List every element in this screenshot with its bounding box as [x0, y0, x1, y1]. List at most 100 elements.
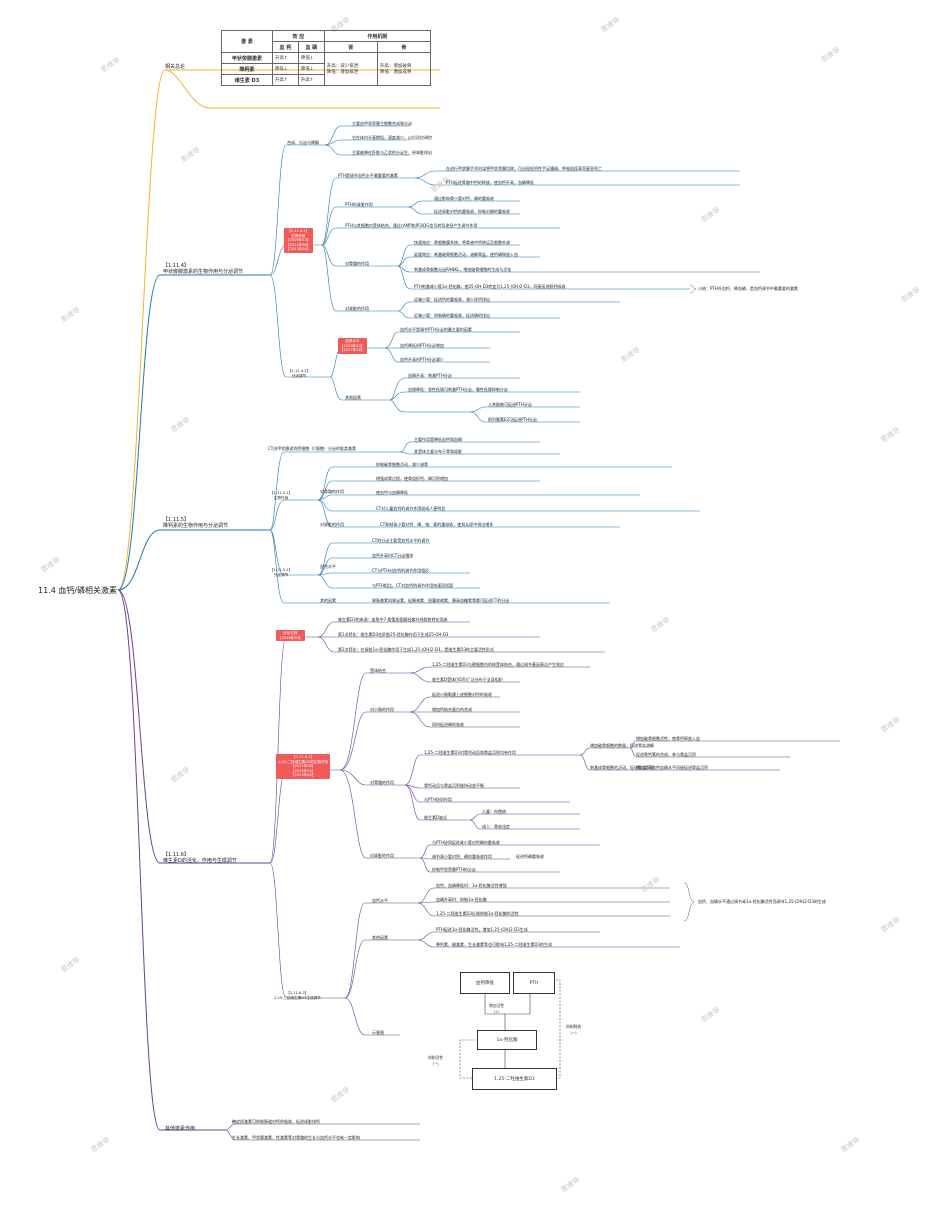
table-cell-bone: 升高：增加破骨 降低：增加成骨: [376, 52, 432, 86]
note: 血钙、血磷水平通过调节肾1α-羟化酶活性而调节1,25-(OH)2-D3的生成: [698, 899, 826, 904]
leaf: 促进小肠黏膜上皮细胞对钙的吸收: [432, 692, 492, 697]
leaf: 与PTH协同作用: [424, 797, 452, 802]
note: 小结：PTH升血钙、降血磷，是血钙调节中最重要的激素: [698, 286, 798, 291]
table-header-kidney: 肾: [323, 41, 378, 53]
leaf: 在进行甲状腺手术时误将甲状旁腺切除，可出现低钙性手足搐搦，呼吸肌痉挛而窒息死亡: [446, 166, 602, 171]
leaf: 与PTH相比，CT对血钙的调节作用快速而短暂: [372, 583, 454, 588]
branch-line-ct: [117, 529, 270, 591]
leaf: 胃肠激素如胃泌素、促胰液素、胆囊收缩素、胰高血糖素等都可促进CT的分泌: [372, 598, 510, 603]
leaf: CT对儿童血钙的调节作用较成人更明显: [376, 506, 446, 511]
table-header-effect: 效 应: [271, 30, 325, 42]
flow-label-inhibit-activity: 抑制活性 (−): [428, 1055, 444, 1066]
node: 对骨骼的作用: [345, 261, 369, 266]
leaf: 抑制甲状旁腺PTH的分泌: [432, 867, 476, 872]
tag-ca-level: 血钙水平 【2009年53】 【2017年58】: [338, 338, 367, 354]
leaf: 儿茶酚胺可促进PTH分泌: [488, 402, 532, 407]
table-cell-name: 降钙素: [221, 63, 273, 75]
node: 其他因素: [372, 935, 388, 940]
table-cell-name: 甲状旁腺激素: [221, 52, 273, 64]
table-header-p: 血 磷: [297, 41, 325, 53]
table-cell: 升高↑: [271, 74, 299, 86]
leaf: 促进肾脏对钙的重吸收，抑制对磷的重吸收: [434, 209, 510, 214]
leaf: 快速效应：骨细胞膜系统，将骨液中钙转运至细胞外液: [414, 240, 510, 245]
table-header-bone: 骨: [376, 41, 432, 53]
leaf: 血磷升高：刺激PTH分泌: [408, 373, 452, 378]
leaf: 增加钙结合蛋白的合成: [432, 707, 472, 712]
branch-vitd: 【1.11.6】 维生素D的活化、作用与生成调节: [163, 852, 237, 864]
leaf: 血钙水平是调节PTH分泌的最主要的因素: [400, 327, 472, 332]
leaf: 增加破骨细胞活性，使骨钙释放入血: [636, 736, 700, 741]
leaf: 1,25-二羟维生素D3与靶细胞内的核受体结合，通过调节基因表达产生效应: [432, 662, 564, 667]
leaf: 抑制破骨细胞活动，减少溶骨: [376, 462, 428, 467]
tag-activation: 分泌过程 【2016年54】: [276, 630, 305, 642]
leaf: 促进骨钙素的合成，参与骨盐沉积: [636, 752, 696, 757]
branch-general: 相关总论: [165, 64, 186, 70]
leaf: 第2次羟化：在肾脏1α-羟化酶作用下生成1,25-(OH)2-D3，是维生素D3…: [338, 647, 495, 652]
leaf: 1,25-二羟维生素D3反馈抑制1α-羟化酶的活性: [436, 911, 519, 916]
mindmap-root: 11.4 血钙/磷相关激素: [38, 586, 118, 595]
hormone-summary-table: 激 素 效 应 作用机制 血 钙 血 磷 肾 骨 甲状旁腺激素 升高↑ 降低↓ …: [221, 30, 432, 86]
node: 对骨骼的作用: [320, 489, 344, 494]
leaf: 近端小管：抑制磷的重吸收，促进磷的排出: [414, 313, 490, 318]
leaf: CT的分泌主要受血钙水平的调节: [372, 538, 430, 543]
leaf: PTH刺激肾小管1α-羟化酶，使25-OH-D3转变为1,25-(OH)2-D3…: [414, 284, 566, 289]
leaf: 增加破骨细胞的数量，促进骨盐溶解: [590, 743, 654, 748]
leaf: 成人：骨软化症: [482, 824, 510, 829]
table-cell: 降低↓: [271, 63, 299, 75]
leaf: 其受体主要分布于骨和肾脏: [414, 449, 462, 454]
tag-ct-action: 【1.11.5.1】 生物作用: [270, 491, 293, 500]
tag-ct-secretion: 【1.11.5.2】 分泌调节: [270, 568, 293, 577]
leaf: 主要作用是降低血钙和血磷: [414, 437, 462, 442]
node: 受体结合: [370, 668, 386, 673]
node: 合成、分泌与降解: [287, 140, 319, 145]
table-cell: 降低↓: [297, 52, 325, 64]
note: 促进钙磷重吸收: [516, 854, 544, 859]
leaf: 调节肾小管对钙、磷的重吸收作用: [432, 854, 492, 859]
flow-box-pth: PTH: [513, 972, 555, 994]
table-cell-name: 维生素 D3: [221, 74, 273, 86]
table-header-mechanism: 作用机制: [323, 30, 432, 42]
leaf: 血钙降低时PTH分泌增加: [400, 343, 444, 348]
leaf: 儿童：佝偻病: [482, 809, 506, 814]
leaf: 维生素D缺乏: [424, 815, 448, 820]
leaf: PTH促进骨骼中钙的释放，使血钙升高，血磷降低: [446, 180, 534, 185]
tag-pth-secretion: 【1.11.4.2】 分泌调节: [288, 369, 311, 378]
node: 血钙水平: [320, 564, 336, 569]
node: 对肾脏的作用: [370, 853, 394, 858]
leaf: PTH促进1α-羟化酶活性，增加1,25-(OH)2-D3生成: [436, 927, 528, 932]
tag-vitd-regulation: 【1.11.6.2】 1,25-二羟维生素D3生成调节: [274, 991, 321, 1000]
table-header-ca: 血 钙: [271, 41, 299, 53]
node: 其他因素: [345, 395, 361, 400]
node: 对肾脏的作用: [320, 522, 344, 527]
node: PTH与其细胞内受体结合，通过cAMP和IP3/DG信号转导途径产生调节作用: [345, 223, 478, 228]
table-cell: 升高↑: [297, 74, 325, 86]
flow-label-increase: 增加活性 (+): [489, 1003, 505, 1014]
node: 对小肠的作用: [370, 707, 394, 712]
tag-vitd-action: 【1.11.6.1】 1,25-二羟维生素D3的生物作用 【2011年58】 【…: [276, 754, 331, 779]
leaf: 1,25-二羟维生素D3对骨钙动员和骨盐沉积均有作用: [424, 750, 516, 755]
table-cell: 升高↑: [271, 52, 299, 64]
leaf: 血钙升高时PTH分泌减少: [400, 357, 444, 362]
leaf: 同时促进磷的吸收: [432, 722, 464, 727]
leaf: 骨钙动员与骨盐沉积维持动态平衡: [424, 783, 484, 788]
leaf: 降钙素、雌激素、生长激素等也可影响1,25-二羟维生素D3的生成: [436, 942, 552, 947]
branch-line-pth: [117, 274, 270, 591]
leaf: 维生素D3的来源：皮肤中7-脱氢胆固醇经紫外线照射转化而来: [338, 617, 448, 622]
node: 其他因素: [320, 598, 336, 603]
leaf: 刺激成骨细胞分泌RANKL，增加破骨细胞的生成与活化: [414, 267, 512, 272]
leaf: 通过影响骨小管对钙、磷的重吸收: [434, 196, 494, 201]
table-row: 维生素 D3 升高↑ 升高↑: [221, 74, 431, 86]
node: 血钙水平: [372, 898, 388, 903]
table-cell-kidney: 升高：减少排泄 降低：增加排泄: [323, 52, 378, 86]
node: 对骨骼的作用: [370, 780, 394, 785]
leaf: 它在体内半衰期短，速度减少，以后适应调控: [352, 135, 432, 140]
leaf: 延缓效应：刺激破骨细胞活动，溶解骨盐，使钙磷释放入血: [414, 252, 518, 257]
leaf: 血钙升高时CT分泌增加: [372, 553, 414, 558]
leaf: 前列腺素E2可促进PTH分泌: [488, 417, 537, 422]
leaf: CT与PTH对血钙的调节作用相反: [372, 568, 430, 573]
leaf: 主要由甲状旁腺主细胞合成和分泌: [352, 121, 412, 126]
leaf: 远端小管：促进钙的重吸收，减少尿钙排出: [414, 297, 490, 302]
leaf: 增强成骨过程，使骨组织钙、磷沉积增加: [376, 476, 448, 481]
branch-pth: 【1.11.4】 甲状旁腺激素的生物作用与分泌调节: [163, 263, 244, 275]
